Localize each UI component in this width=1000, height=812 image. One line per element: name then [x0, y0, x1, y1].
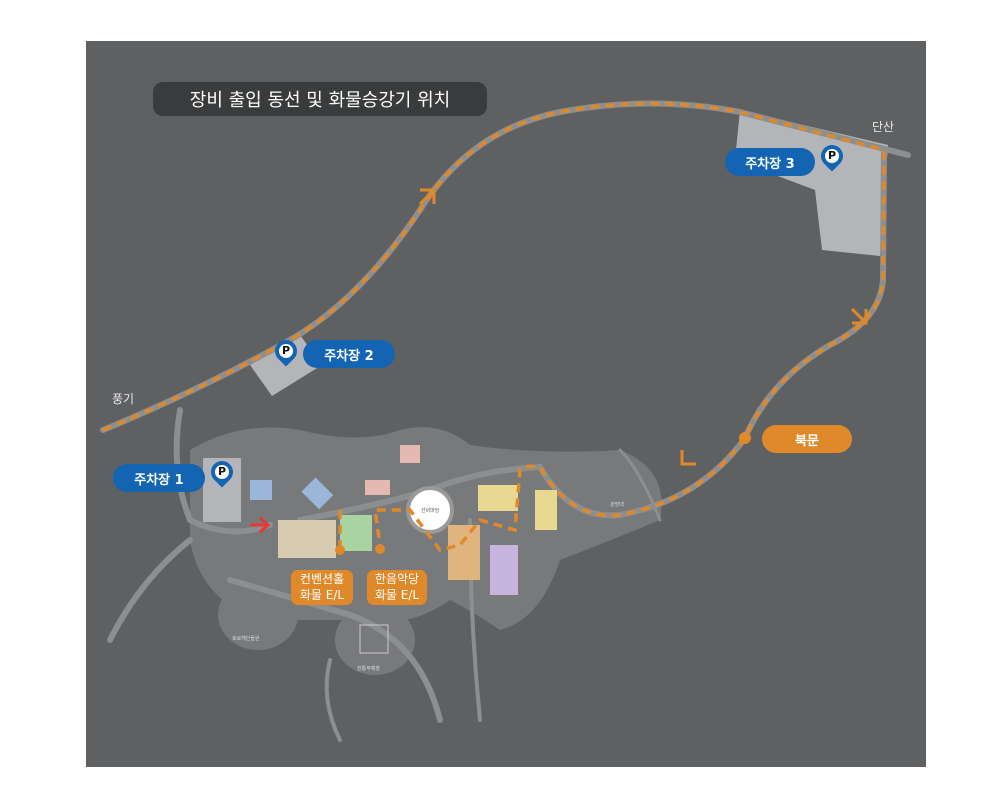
parking-lot-3 — [735, 110, 888, 256]
arrow-icon — [850, 307, 868, 325]
garden-area — [218, 580, 298, 650]
martial-area — [335, 605, 415, 675]
north-gate-label[interactable]: 북문 — [762, 425, 852, 453]
label-dansan: 단산 — [872, 120, 895, 134]
label-punggi: 풍기 — [112, 392, 135, 406]
parking-1-label[interactable]: 주차장 1 — [113, 464, 205, 492]
parking-3-label[interactable]: 주차장 3 — [725, 148, 815, 176]
label-garden: 호로헤인들원 — [232, 636, 260, 642]
north-gate-dot — [739, 432, 751, 444]
entry-arrow-icon — [250, 516, 271, 534]
arrow-icon — [680, 450, 696, 466]
parking-2-label[interactable]: 주차장 2 — [303, 340, 395, 368]
label-center: 선비마당 — [421, 508, 440, 514]
buildings — [250, 445, 557, 654]
label-tower: 관망대 — [610, 502, 624, 508]
map-title: 장비 출입 동선 및 화물승강기 위치 — [153, 82, 487, 116]
arrow-icon — [418, 188, 436, 206]
label-martial: 전통무예장 — [357, 666, 381, 672]
direction-arrows — [418, 188, 868, 466]
equipment-route — [102, 101, 886, 552]
